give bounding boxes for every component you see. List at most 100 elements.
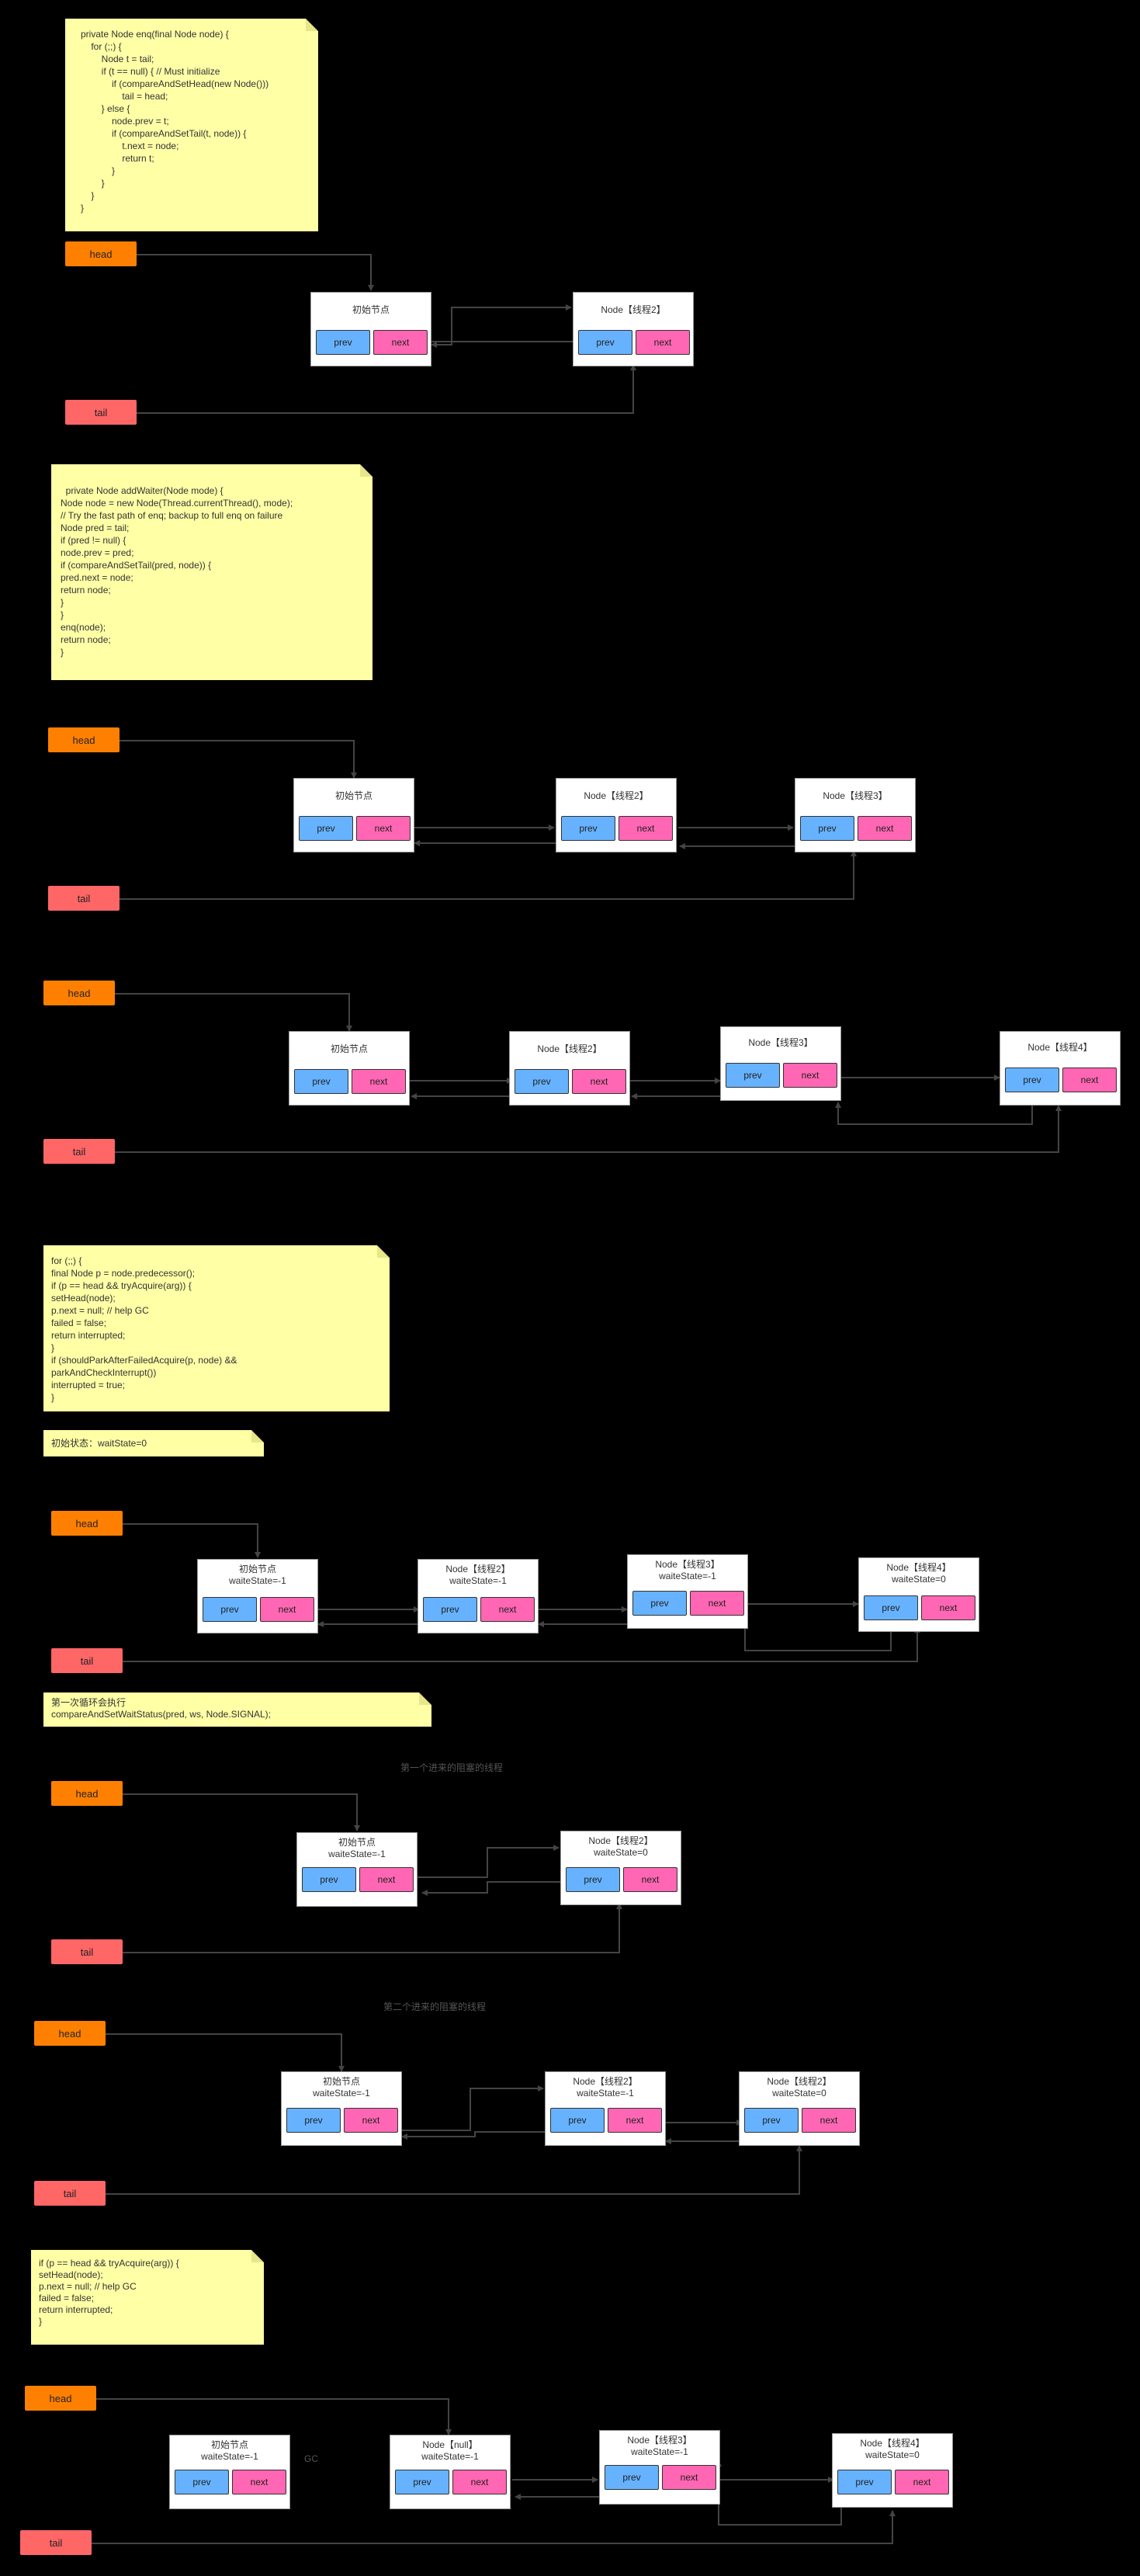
next-field: next bbox=[802, 2108, 856, 2133]
head-pointer: head bbox=[65, 241, 137, 266]
node-init: 初始节点 prev next bbox=[289, 1031, 410, 1106]
prev-field: prev bbox=[316, 330, 370, 355]
next-field: next bbox=[356, 816, 411, 841]
head-pointer: head bbox=[34, 2021, 106, 2046]
node-thread2: Node【线程2】 prev next bbox=[509, 1031, 630, 1106]
head-pointer: head bbox=[43, 981, 115, 1005]
next-field: next bbox=[344, 2108, 398, 2133]
next-field: next bbox=[921, 1595, 975, 1620]
code-note-addwaiter: private Node addWaiter(Node mode) { Node… bbox=[51, 464, 372, 680]
node-title: 初始节点 bbox=[238, 1564, 276, 1574]
wait-state: waiteState=-1 bbox=[328, 1849, 386, 1859]
tail-pointer: tail bbox=[48, 886, 120, 911]
next-field: next bbox=[608, 2108, 662, 2133]
node-init: 初始节点 waiteState=-1 prev next bbox=[296, 1832, 418, 1907]
prev-field: prev bbox=[800, 816, 854, 841]
wait-state: waiteState=0 bbox=[892, 1574, 946, 1585]
tail-pointer: tail bbox=[51, 1939, 123, 1964]
code-note-enq: private Node enq(final Node node) { for … bbox=[65, 19, 318, 231]
prev-field: prev bbox=[632, 1591, 687, 1616]
head-pointer: head bbox=[51, 1511, 123, 1536]
prev-field: prev bbox=[837, 2470, 892, 2494]
tail-pointer: tail bbox=[65, 400, 137, 425]
wait-state: waiteState=-1 bbox=[313, 2088, 370, 2099]
prev-field: prev bbox=[515, 1069, 569, 1094]
next-field: next bbox=[690, 1591, 744, 1616]
wait-state: waiteState=0 bbox=[865, 2449, 920, 2460]
next-field: next bbox=[858, 816, 912, 841]
node-title: 初始节点 bbox=[322, 2076, 360, 2087]
next-field: next bbox=[895, 2470, 949, 2494]
init-state-note: 初始状态：waitState=0 bbox=[43, 1430, 264, 1456]
gc-label: GC bbox=[304, 2453, 318, 2464]
node-title: Node【线程4】 bbox=[1027, 1042, 1093, 1053]
wait-state: waiteState=-1 bbox=[449, 1575, 507, 1586]
node-init: 初始节点 prev next bbox=[293, 778, 414, 852]
next-field: next bbox=[572, 1069, 626, 1094]
prev-field: prev bbox=[286, 2108, 341, 2133]
next-field: next bbox=[452, 2470, 507, 2494]
node-title: Node【线程2】 bbox=[573, 2076, 638, 2087]
node-thread2: Node【线程2】 waiteState=-1 prev next bbox=[418, 1559, 539, 1633]
next-field: next bbox=[232, 2470, 286, 2494]
node-title: Node【线程3】 bbox=[655, 1559, 720, 1570]
prev-field: prev bbox=[605, 2465, 659, 2490]
node-null: Node【null】 waiteState=-1 prev next bbox=[390, 2435, 511, 2509]
code-note-acquire-loop: for (;;) { final Node p = node.predecess… bbox=[43, 1245, 390, 1411]
node-title: Node【线程2】 bbox=[767, 2076, 832, 2087]
head-pointer: head bbox=[51, 1781, 123, 1806]
node-thread2: Node【线程2】 waiteState=0 prev next bbox=[560, 1831, 681, 1905]
node-title: Node【线程2】 bbox=[445, 1564, 511, 1574]
node-title: Node【线程4】 bbox=[860, 2438, 925, 2449]
prev-field: prev bbox=[1005, 1068, 1059, 1092]
node-thread4: Node【线程4】 prev next bbox=[1000, 1031, 1121, 1106]
head-pointer: head bbox=[48, 727, 120, 752]
prev-field: prev bbox=[550, 2108, 605, 2133]
node-title: 初始节点 bbox=[330, 1043, 368, 1054]
wait-state: waiteState=0 bbox=[594, 1847, 648, 1858]
prev-field: prev bbox=[864, 1595, 918, 1620]
next-field: next bbox=[260, 1597, 314, 1622]
node-title: Node【线程3】 bbox=[748, 1037, 813, 1048]
prev-field: prev bbox=[395, 2470, 449, 2494]
node-thread4: Node【线程4】 waiteState=0 prev next bbox=[832, 2433, 953, 2508]
prev-field: prev bbox=[203, 1597, 257, 1622]
next-field: next bbox=[352, 1069, 406, 1094]
tail-pointer: tail bbox=[34, 2181, 106, 2206]
prev-field: prev bbox=[566, 1867, 620, 1892]
node-init: 初始节点 prev next bbox=[310, 292, 431, 366]
node-title: Node【线程2】 bbox=[601, 304, 666, 315]
next-field: next bbox=[662, 2465, 716, 2490]
node-init: 初始节点 waiteState=-1 prev next bbox=[281, 2071, 402, 2146]
next-field: next bbox=[1062, 1068, 1117, 1092]
node-thread2-second: Node【线程2】 waiteState=0 prev next bbox=[739, 2071, 860, 2146]
next-field: next bbox=[373, 330, 428, 355]
prev-field: prev bbox=[578, 330, 632, 355]
node-title: 初始节点 bbox=[334, 790, 372, 801]
node-thread4: Node【线程4】 waiteState=0 prev next bbox=[858, 1557, 979, 1632]
node-title: 初始节点 bbox=[210, 2439, 248, 2450]
node-thread2: Node【线程2】 waiteState=-1 prev next bbox=[545, 2071, 666, 2146]
next-field: next bbox=[783, 1063, 837, 1088]
first-blocked-label: 第一个进来的阻塞的线程 bbox=[400, 1762, 504, 1773]
node-title: Node【null】 bbox=[422, 2439, 478, 2450]
next-field: next bbox=[359, 1867, 414, 1892]
node-title: 初始节点 bbox=[338, 1837, 376, 1848]
next-field: next bbox=[480, 1597, 535, 1622]
node-title: Node【线程4】 bbox=[886, 1562, 951, 1573]
node-thread3: Node【线程3】 waiteState=-1 prev next bbox=[627, 1554, 748, 1629]
node-title: 初始节点 bbox=[352, 304, 390, 315]
prev-field: prev bbox=[423, 1597, 477, 1622]
node-thread3: Node【线程3】 prev next bbox=[720, 1026, 841, 1101]
node-title: Node【线程3】 bbox=[823, 790, 888, 801]
wait-state: waiteState=-1 bbox=[229, 1575, 286, 1586]
node-thread2: Node【线程2】 prev next bbox=[556, 778, 677, 852]
node-title: Node【线程3】 bbox=[627, 2435, 692, 2446]
wait-state: waiteState=-1 bbox=[577, 2088, 634, 2099]
node-thread2: Node【线程2】 prev next bbox=[573, 292, 694, 366]
tail-pointer: tail bbox=[51, 1648, 123, 1673]
first-loop-note: 第一次循环会执行 compareAndSetWaitStatus(pred, w… bbox=[43, 1692, 431, 1727]
try-acquire-note: if (p == head && tryAcquire(arg)) { setH… bbox=[31, 2250, 264, 2345]
next-field: next bbox=[623, 1867, 677, 1892]
wait-state: waiteState=-1 bbox=[659, 1571, 716, 1581]
